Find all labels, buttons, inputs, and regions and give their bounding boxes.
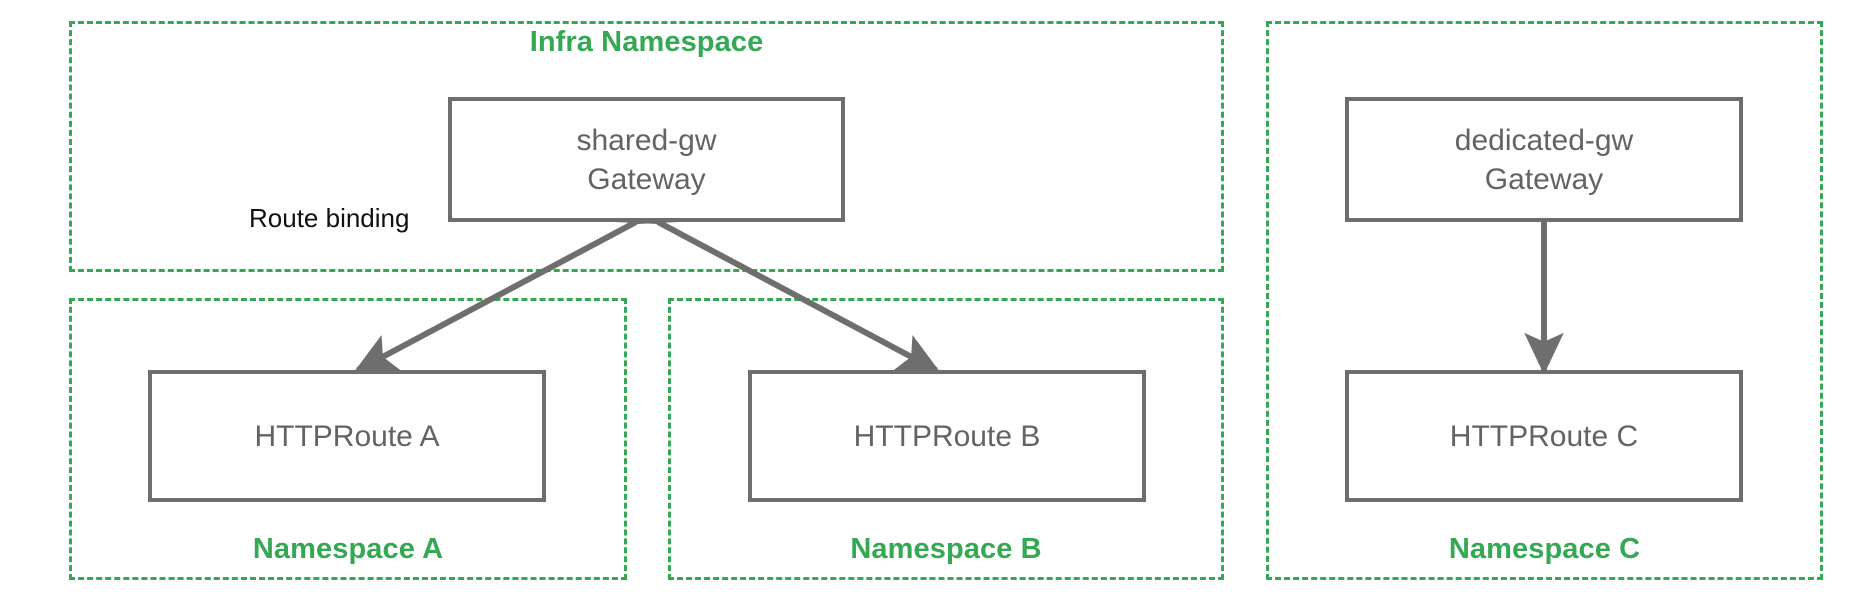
namespace-box-c[interactable] bbox=[1266, 21, 1823, 580]
namespace-label-infra: Infra Namespace bbox=[529, 26, 764, 58]
namespace-box-b[interactable] bbox=[668, 298, 1224, 580]
namespace-label-a: Namespace A bbox=[252, 533, 444, 565]
resource-box-httproute-c[interactable]: HTTPRoute C bbox=[1345, 370, 1743, 502]
resource-label-dedicated-gateway: dedicated-gw Gateway bbox=[1454, 123, 1634, 196]
resource-label-shared-gateway: shared-gw Gateway bbox=[576, 123, 717, 196]
resource-box-shared-gateway[interactable]: shared-gw Gateway bbox=[448, 97, 845, 222]
edge-label-route-binding: Route binding bbox=[249, 203, 410, 233]
namespace-box-a[interactable] bbox=[69, 298, 627, 580]
resource-label-httproute-c: HTTPRoute C bbox=[1449, 419, 1639, 453]
resource-label-httproute-b: HTTPRoute B bbox=[853, 419, 1041, 453]
resource-box-dedicated-gateway[interactable]: dedicated-gw Gateway bbox=[1345, 97, 1743, 222]
namespace-label-c: Namespace C bbox=[1448, 533, 1641, 565]
resource-label-httproute-a: HTTPRoute A bbox=[254, 419, 440, 453]
resource-box-httproute-a[interactable]: HTTPRoute A bbox=[148, 370, 546, 502]
resource-box-httproute-b[interactable]: HTTPRoute B bbox=[748, 370, 1146, 502]
namespace-label-b: Namespace B bbox=[850, 533, 1042, 565]
